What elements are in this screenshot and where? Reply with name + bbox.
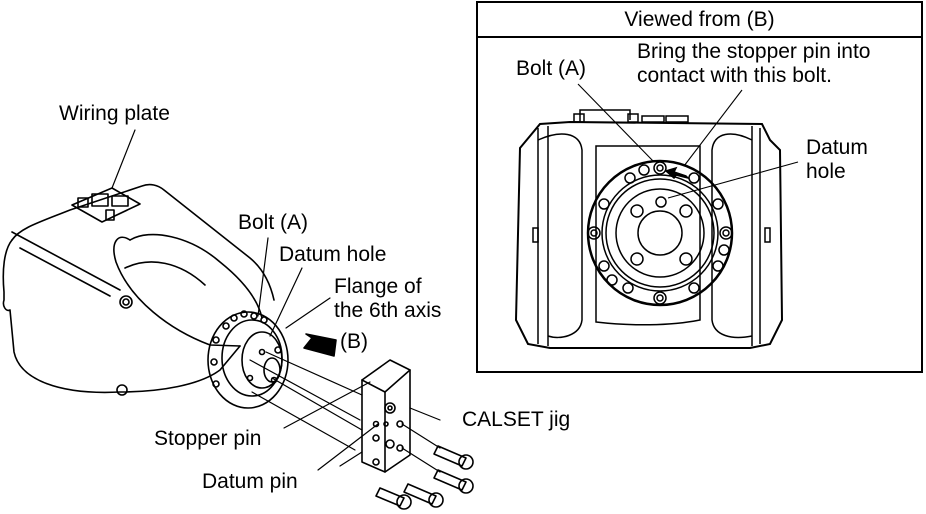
label-datum-pin: Datum pin (202, 470, 298, 493)
stopper-direction-arrow (664, 166, 691, 180)
direction-b-arrow (303, 333, 337, 357)
calset-jig-part (361, 359, 411, 473)
label-stopper-pin: Stopper pin (154, 427, 262, 450)
inset-bolt-holes (598, 164, 730, 294)
label-wiring-plate: Wiring plate (59, 102, 170, 125)
label-direction-b: (B) (340, 330, 368, 353)
label-flange-line2: the 6th axis (334, 299, 442, 322)
label-calset-jig: CALSET jig (462, 408, 571, 431)
mounting-bolts (375, 423, 474, 510)
inset-label-datum-line2: hole (806, 160, 846, 183)
inset-title: Viewed from (B) (478, 3, 921, 38)
label-bolt-a: Bolt (A) (238, 211, 309, 234)
alignment-lines (249, 351, 363, 451)
wiring-plate-part (71, 187, 141, 223)
inset-label-bolt-a: Bolt (A) (516, 57, 587, 80)
wrist-unit-body (2, 183, 275, 396)
label-flange-line1: Flange of (334, 275, 422, 298)
label-datum-hole: Datum hole (279, 243, 387, 266)
inset-label-datum-line1: Datum (806, 136, 868, 159)
inset-bolts (587, 161, 733, 305)
inset-label-instruction-line2: contact with this bolt. (637, 64, 832, 87)
inset-label-instruction-line1: Bring the stopper pin into (637, 40, 871, 63)
inset-flange (586, 159, 734, 307)
inset-leader-lines (577, 83, 799, 199)
inset-view-panel: Viewed from (B) (476, 1, 923, 373)
leader-lines (111, 129, 441, 471)
